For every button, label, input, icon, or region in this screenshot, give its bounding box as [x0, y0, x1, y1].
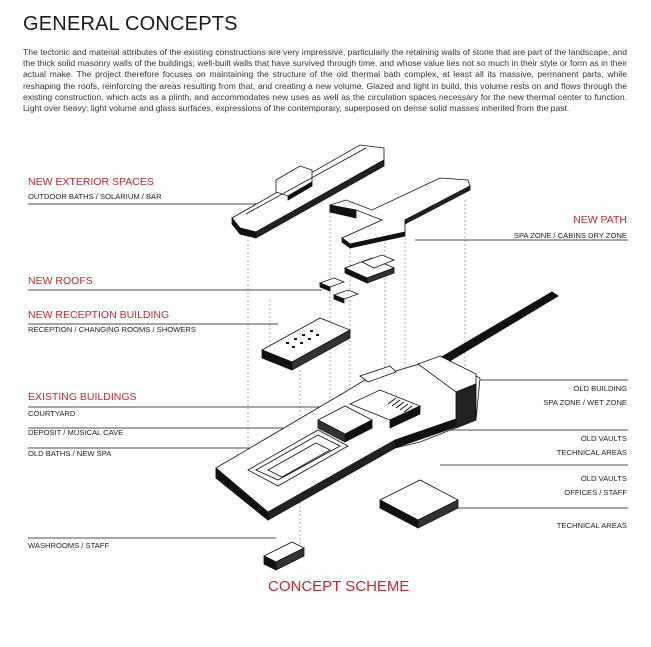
washrooms-staff-volume — [263, 541, 305, 571]
label-old-vaults-1: OLD VAULTS — [580, 434, 627, 443]
new-exterior-spaces-volume — [231, 144, 385, 239]
label-new-roofs: NEW ROOFS — [28, 275, 93, 287]
label-reception-changing: RECEPTION / CHANGING ROOMS / SHOWERS — [28, 325, 196, 334]
diagram-caption: CONCEPT SCHEME — [268, 578, 410, 595]
label-new-exterior-spaces: NEW EXTERIOR SPACES — [28, 176, 154, 188]
label-technical-areas-1: TECHNICAL AREAS — [556, 448, 627, 457]
label-new-path: NEW PATH — [573, 214, 627, 226]
page-title: GENERAL CONCEPTS — [23, 13, 238, 35]
existing-buildings-volume — [215, 291, 559, 521]
label-old-vaults-2: OLD VAULTS — [580, 474, 627, 483]
label-old-baths-new-spa: OLD BATHS / NEW SPA — [28, 449, 112, 458]
label-technical-areas-2: TECHNICAL AREAS — [556, 521, 627, 530]
new-roofs-volumes — [318, 254, 396, 304]
label-courtyard: COURTYARD — [28, 409, 76, 418]
intro-paragraph: The tectonic and material attributes of … — [23, 47, 627, 114]
new-path-volume — [329, 177, 471, 249]
label-new-reception-building: NEW RECEPTION BUILDING — [28, 309, 170, 321]
label-spa-zone-cabins: SPA ZONE / CABINS DRY ZONE — [513, 231, 627, 240]
label-washrooms-staff: WASHROOMS / STAFF — [28, 541, 109, 550]
new-reception-building-volume — [261, 317, 351, 371]
label-spa-zone-wet: SPA ZONE / WET ZONE — [543, 398, 627, 407]
label-outdoor-baths: OUTDOOR BATHS / SOLARIUM / BAR — [28, 192, 162, 201]
label-deposit-musical-cave: DEPOSIT / MUSICAL CAVE — [28, 428, 124, 437]
label-existing-buildings: EXISTING BUILDINGS — [28, 391, 137, 403]
leader-lines — [28, 203, 628, 539]
label-offices-staff: OFFICES / STAFF — [564, 488, 627, 497]
technical-areas-volume — [379, 479, 459, 529]
label-old-building: OLD BUILDING — [573, 384, 627, 393]
